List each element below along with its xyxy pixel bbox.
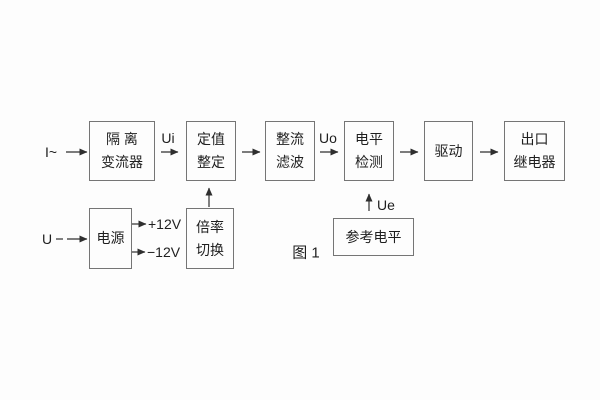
figure-caption: 图 1 bbox=[292, 244, 320, 262]
block-label-line: 出口 bbox=[520, 131, 549, 147]
block-label-line: 整定 bbox=[197, 154, 225, 170]
label-voltage-input: U bbox=[41, 231, 53, 247]
block-label-line: 电源 bbox=[96, 230, 125, 246]
block-output-relay: 出口 继电器 bbox=[504, 121, 565, 181]
block-label-line: 继电器 bbox=[513, 154, 556, 170]
block-isolation-transformer: 隔 离 变流器 bbox=[89, 121, 155, 181]
block-label-line: 变流器 bbox=[101, 154, 143, 170]
label-minus12v: −12V bbox=[147, 244, 181, 260]
block-level-detect: 电平 检测 bbox=[344, 121, 394, 181]
label-ue-signal: Ue bbox=[377, 197, 395, 213]
block-label-line: 隔 离 bbox=[106, 131, 138, 147]
label-plus12v: +12V bbox=[148, 216, 182, 232]
block-power-supply: 电源 bbox=[89, 208, 132, 269]
label-uo-signal: Uo bbox=[319, 130, 337, 146]
block-label-line: 倍率 bbox=[196, 218, 224, 235]
block-reference-level: 参考电平 bbox=[333, 218, 414, 256]
block-drive: 驱动 bbox=[424, 121, 473, 181]
block-label-line: 检测 bbox=[355, 154, 383, 170]
block-label-line: 滤波 bbox=[276, 154, 304, 170]
block-setpoint-adjust: 定值 整定 bbox=[186, 121, 236, 181]
block-rectifier-filter: 整流 滤波 bbox=[265, 121, 315, 181]
block-label-line: 驱动 bbox=[434, 142, 463, 159]
label-ui-signal: Ui bbox=[161, 130, 175, 146]
label-current-input: I~ bbox=[44, 144, 58, 160]
block-label-line: 定值 bbox=[197, 131, 225, 147]
block-label-line: 参考电平 bbox=[345, 228, 402, 245]
block-label-line: 整流 bbox=[276, 131, 304, 147]
block-ratio-switch: 倍率 切换 bbox=[186, 208, 234, 269]
block-label-line: 切换 bbox=[196, 241, 224, 258]
block-label-line: 电平 bbox=[355, 131, 383, 147]
